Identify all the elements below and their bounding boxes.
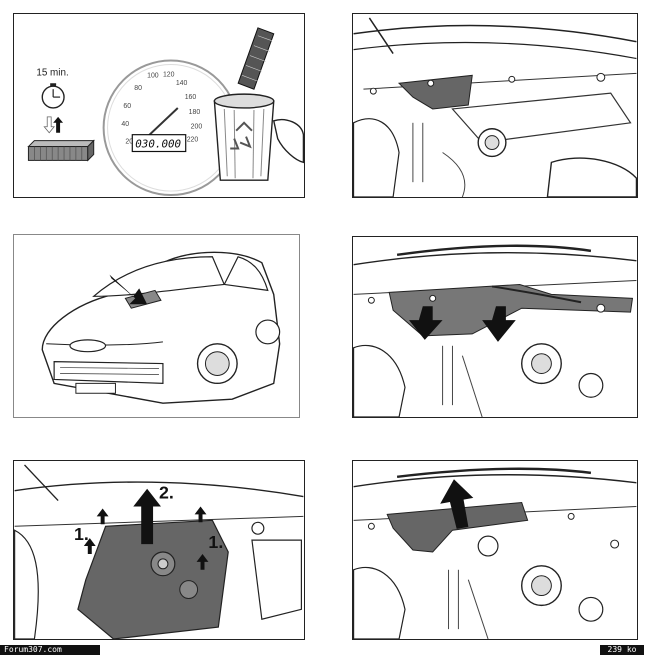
location-arrow-icon [109, 274, 148, 305]
lift-arrow-icon [196, 553, 209, 570]
lift-arrow-icon [96, 508, 109, 525]
recycle-bin-icon [213, 93, 275, 181]
panel-car-overview [13, 234, 300, 418]
panel-maintenance-interval: 15 min. [13, 13, 305, 198]
gauge-number: 140 [176, 80, 188, 87]
step-1-label: 1. [208, 532, 223, 552]
press-down-arrow-icon [408, 306, 443, 340]
car-illustration [41, 251, 281, 404]
gauge-numbers: 20 40 60 80 100 120 140 160 180 200 220 [121, 71, 202, 145]
maintenance-illustration: 15 min. [27, 27, 304, 197]
pollen-filter-cover [397, 74, 473, 110]
wiper-arm [491, 285, 582, 304]
panel-engine-bay-top [352, 13, 638, 198]
clock-icon [41, 83, 65, 109]
lift-arrow-icon [83, 538, 96, 554]
press-down-arrow-icon [482, 306, 516, 342]
hand-icon [546, 157, 637, 197]
gauge-number: 120 [163, 71, 175, 78]
lift-arrows [83, 488, 209, 570]
odometer-box [131, 134, 187, 153]
footer-page-label: 239 ko [600, 645, 644, 655]
lift-arrow-icon [194, 506, 207, 523]
lift-arrow-large-icon [133, 488, 161, 545]
hand-icon [272, 118, 304, 164]
step-1-label: 1. [74, 524, 89, 544]
footer-site-label: Forum307.com [0, 645, 100, 655]
gauge-number: 40 [121, 121, 129, 128]
engine-cover-illustration: 1. 1. 2. [14, 464, 304, 639]
panel-lift-filter-cover [352, 460, 638, 640]
panel-unclip-cover [352, 236, 638, 418]
gauge-number: 100 [147, 72, 159, 79]
pollen-filter-cover [388, 283, 634, 337]
gauge-number: 200 [191, 124, 203, 131]
used-filter-icon [237, 27, 275, 90]
gauge-number: 60 [123, 103, 131, 110]
gauge-number: 220 [187, 137, 199, 144]
gauge-number: 20 [125, 139, 133, 146]
gauge-number: 180 [189, 109, 201, 116]
engine-bay-illustration [353, 244, 637, 417]
gauge-number: 80 [134, 85, 142, 92]
engine-bay-illustration [353, 467, 637, 639]
engine-cover [77, 519, 229, 639]
engine-bay-illustration [353, 17, 637, 197]
gauge-number: 160 [185, 94, 197, 101]
panel-remove-engine-cover: 1. 1. 2. [13, 460, 305, 640]
lift-arrow-icon [440, 479, 474, 529]
filter-element-icon [27, 139, 95, 162]
time-label: 15 min. [36, 67, 68, 78]
swap-arrows-icon [43, 116, 64, 134]
step-2-label: 2. [159, 483, 174, 503]
odometer-readout: 030.000 [135, 138, 181, 151]
